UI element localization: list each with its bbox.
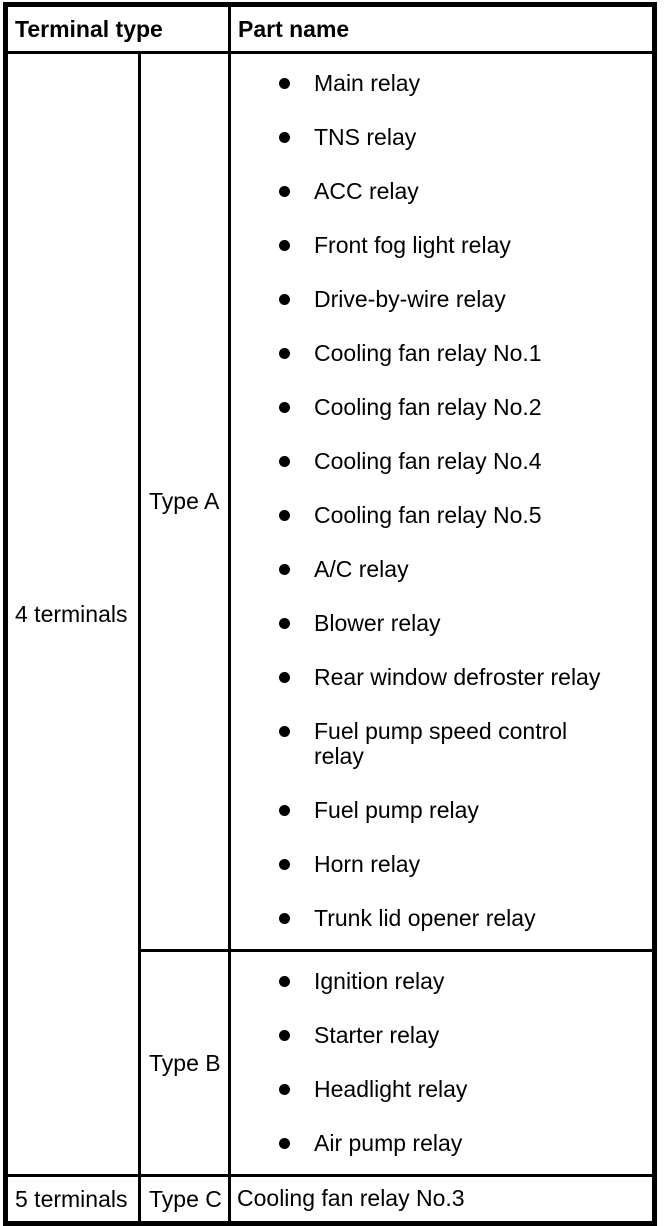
header-terminal-type: Terminal type — [4, 3, 231, 54]
part-item: ACC relay — [235, 165, 648, 219]
bullet-icon — [279, 805, 290, 816]
part-label: ACC relay — [314, 178, 419, 204]
type-a-label: Type A — [138, 51, 231, 952]
part-item: Ignition relay — [235, 955, 648, 1009]
bullet-icon — [279, 402, 290, 413]
bullet-icon — [279, 510, 290, 521]
part-label: Fuel pump relay — [314, 797, 479, 823]
part-label: Rear window defroster relay — [314, 664, 601, 690]
part-label: TNS relay — [314, 124, 417, 150]
part-item: Horn relay — [235, 838, 648, 892]
terminal-count-5: 5 terminals — [4, 1174, 141, 1225]
part-label: Starter relay — [314, 1022, 440, 1048]
part-label: Drive-by-wire relay — [314, 286, 506, 312]
bullet-icon — [279, 348, 290, 359]
bullet-icon — [279, 726, 290, 737]
bullet-icon — [279, 618, 290, 629]
part-label: Cooling fan relay No.2 — [314, 394, 542, 420]
bullet-icon — [279, 132, 290, 143]
part-item: Cooling fan relay No.4 — [235, 435, 648, 489]
part-item: Fuel pump relay — [235, 784, 648, 838]
part-item: Cooling fan relay No.2 — [235, 381, 648, 435]
part-item: Headlight relay — [235, 1063, 648, 1117]
part-item: Starter relay — [235, 1009, 648, 1063]
table-row-type-b: Type B Ignition relay Starter relay Head… — [6, 949, 656, 1177]
part-label: Cooling fan relay No.4 — [314, 448, 542, 474]
part-item: Cooling fan relay No.5 — [235, 489, 648, 543]
bullet-icon — [279, 294, 290, 305]
type-b-label: Type B — [138, 949, 231, 1177]
type-c-label: Type C — [138, 1174, 231, 1225]
part-item: Fuel pump speed control relay — [235, 705, 648, 784]
type-b-parts-cell: Ignition relay Starter relay Headlight r… — [228, 949, 656, 1177]
part-item: Air pump relay — [235, 1117, 648, 1171]
type-c-part: Cooling fan relay No.3 — [228, 1174, 656, 1225]
part-label: Blower relay — [314, 610, 441, 636]
part-label: Cooling fan relay No.1 — [314, 340, 542, 366]
part-label: A/C relay — [314, 556, 409, 582]
part-label: Horn relay — [314, 851, 421, 877]
bullet-icon — [279, 913, 290, 924]
type-a-parts-list: Main relay TNS relay ACC relay Front fog… — [235, 57, 648, 946]
part-item: Main relay — [235, 57, 648, 111]
part-item: Drive-by-wire relay — [235, 273, 648, 327]
bullet-icon — [279, 564, 290, 575]
terminal-type-table: Terminal type Part name 4 terminals Type… — [3, 2, 657, 1226]
part-item: Front fog light relay — [235, 219, 648, 273]
bullet-icon — [279, 456, 290, 467]
bullet-icon — [279, 976, 290, 987]
part-label: Ignition relay — [314, 968, 445, 994]
part-label: Main relay — [314, 70, 421, 96]
part-label: Trunk lid opener relay — [314, 905, 536, 931]
part-label: Cooling fan relay No.5 — [314, 502, 542, 528]
bullet-icon — [279, 78, 290, 89]
header-part-name: Part name — [228, 3, 656, 54]
bullet-icon — [279, 1084, 290, 1095]
part-item: Cooling fan relay No.1 — [235, 327, 648, 381]
table-row-type-a: 4 terminals Type A Main relay TNS relay … — [4, 51, 656, 1177]
part-label: Fuel pump speed control relay — [314, 718, 568, 769]
terminal-count-4: 4 terminals — [4, 51, 141, 1177]
part-item: TNS relay — [235, 111, 648, 165]
bullet-icon — [279, 186, 290, 197]
part-item: A/C relay — [235, 543, 648, 597]
table-row-type-c: 5 terminals Type C Cooling fan relay No.… — [4, 1174, 656, 1225]
bullet-icon — [279, 859, 290, 870]
part-label: Headlight relay — [314, 1076, 468, 1102]
part-label: Air pump relay — [314, 1130, 463, 1156]
bullet-icon — [279, 240, 290, 251]
type-a-parts-cell: Main relay TNS relay ACC relay Front fog… — [228, 51, 656, 952]
bullet-icon — [279, 1030, 290, 1041]
bullet-icon — [279, 672, 290, 683]
bullet-icon — [279, 1138, 290, 1149]
part-item: Trunk lid opener relay — [235, 892, 648, 946]
type-b-parts-list: Ignition relay Starter relay Headlight r… — [235, 955, 648, 1171]
part-item: Blower relay — [235, 597, 648, 651]
header-row: Terminal type Part name — [4, 3, 656, 54]
part-item: Rear window defroster relay — [235, 651, 648, 705]
part-label: Front fog light relay — [314, 232, 511, 258]
